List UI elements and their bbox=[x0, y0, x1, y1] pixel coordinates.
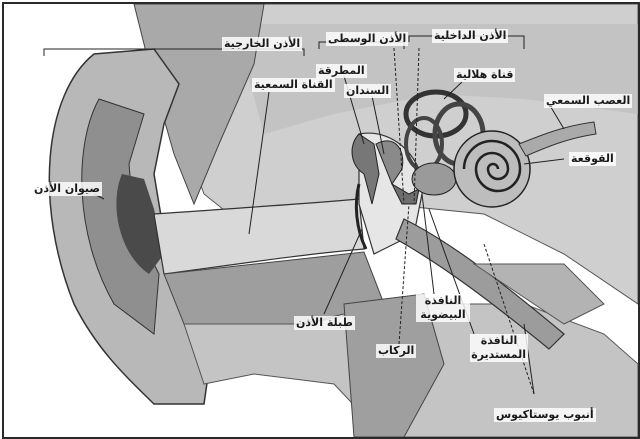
label-eardrum: طبلة الأذن bbox=[294, 316, 355, 330]
label-oval-window: النافذة البيضوية bbox=[416, 294, 470, 322]
label-oval-window-line2: البيضوية bbox=[418, 308, 468, 322]
label-middle-ear: الأذن الوسطى bbox=[326, 32, 408, 46]
label-stapes: الركاب bbox=[376, 344, 416, 358]
label-round-window: النافذة المستديرة bbox=[470, 334, 528, 362]
label-pinna: صيوان الأذن bbox=[32, 182, 102, 196]
label-eustachian-tube: أنبوب يوستاكيوس bbox=[494, 408, 596, 422]
label-oval-window-line1: النافذة bbox=[418, 294, 468, 308]
label-malleus: المطرقة bbox=[316, 64, 367, 78]
label-inner-ear: الأذن الداخلية bbox=[432, 29, 508, 43]
label-round-window-line2: المستديرة bbox=[472, 348, 526, 362]
label-cochlea: القوقعة bbox=[569, 152, 616, 166]
vestibule bbox=[412, 163, 456, 195]
label-incus: السندان bbox=[344, 84, 391, 98]
label-ear-canal: القناة السمعية bbox=[252, 78, 335, 92]
label-outer-ear: الأذن الخارجية bbox=[222, 37, 302, 51]
label-auditory-nerve: العصب السمعي bbox=[544, 94, 632, 108]
label-semicircular-canal: قناة هلالية bbox=[454, 68, 515, 82]
cochlea-outer bbox=[454, 131, 530, 207]
label-round-window-line1: النافذة bbox=[472, 334, 526, 348]
